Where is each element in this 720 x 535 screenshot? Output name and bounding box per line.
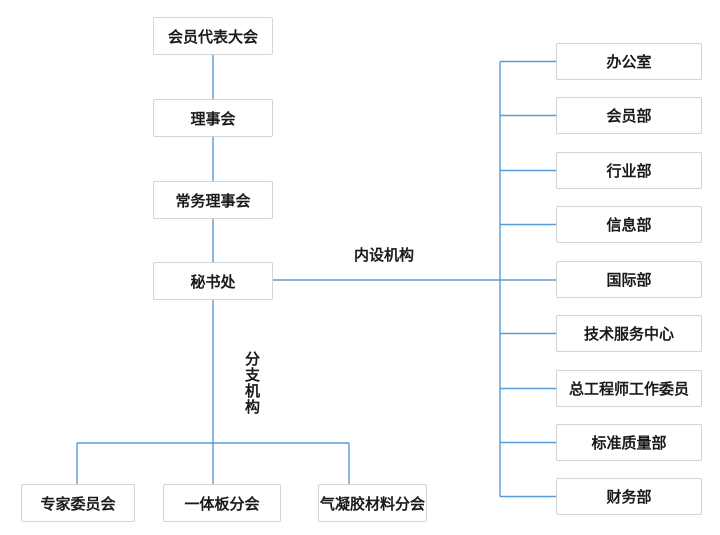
node-standards-quality-dept: 标准质量部	[556, 424, 702, 461]
node-office: 办公室	[556, 43, 702, 80]
node-council: 理事会	[153, 99, 273, 137]
node-finance-dept: 财务部	[556, 478, 702, 515]
node-aerogel-materials-branch: 气凝胶材料分会	[318, 484, 427, 522]
node-information-dept: 信息部	[556, 206, 702, 243]
node-member-representative-assembly: 会员代表大会	[153, 17, 273, 55]
branch-institutions-label: 分支机构	[244, 351, 260, 416]
node-international-dept: 国际部	[556, 261, 702, 298]
node-standing-council: 常务理事会	[153, 181, 273, 219]
node-industry-dept: 行业部	[556, 152, 702, 189]
node-expert-committee: 专家委员会	[21, 484, 135, 522]
node-membership-dept: 会员部	[556, 97, 702, 134]
node-tech-service-center: 技术服务中心	[556, 315, 702, 352]
node-secretariat: 秘书处	[153, 262, 273, 300]
node-chief-engineer-committee: 总工程师工作委员	[556, 370, 702, 407]
internal-institutions-label: 内设机构	[353, 247, 414, 264]
node-integrated-panel-branch: 一体板分会	[163, 484, 281, 522]
